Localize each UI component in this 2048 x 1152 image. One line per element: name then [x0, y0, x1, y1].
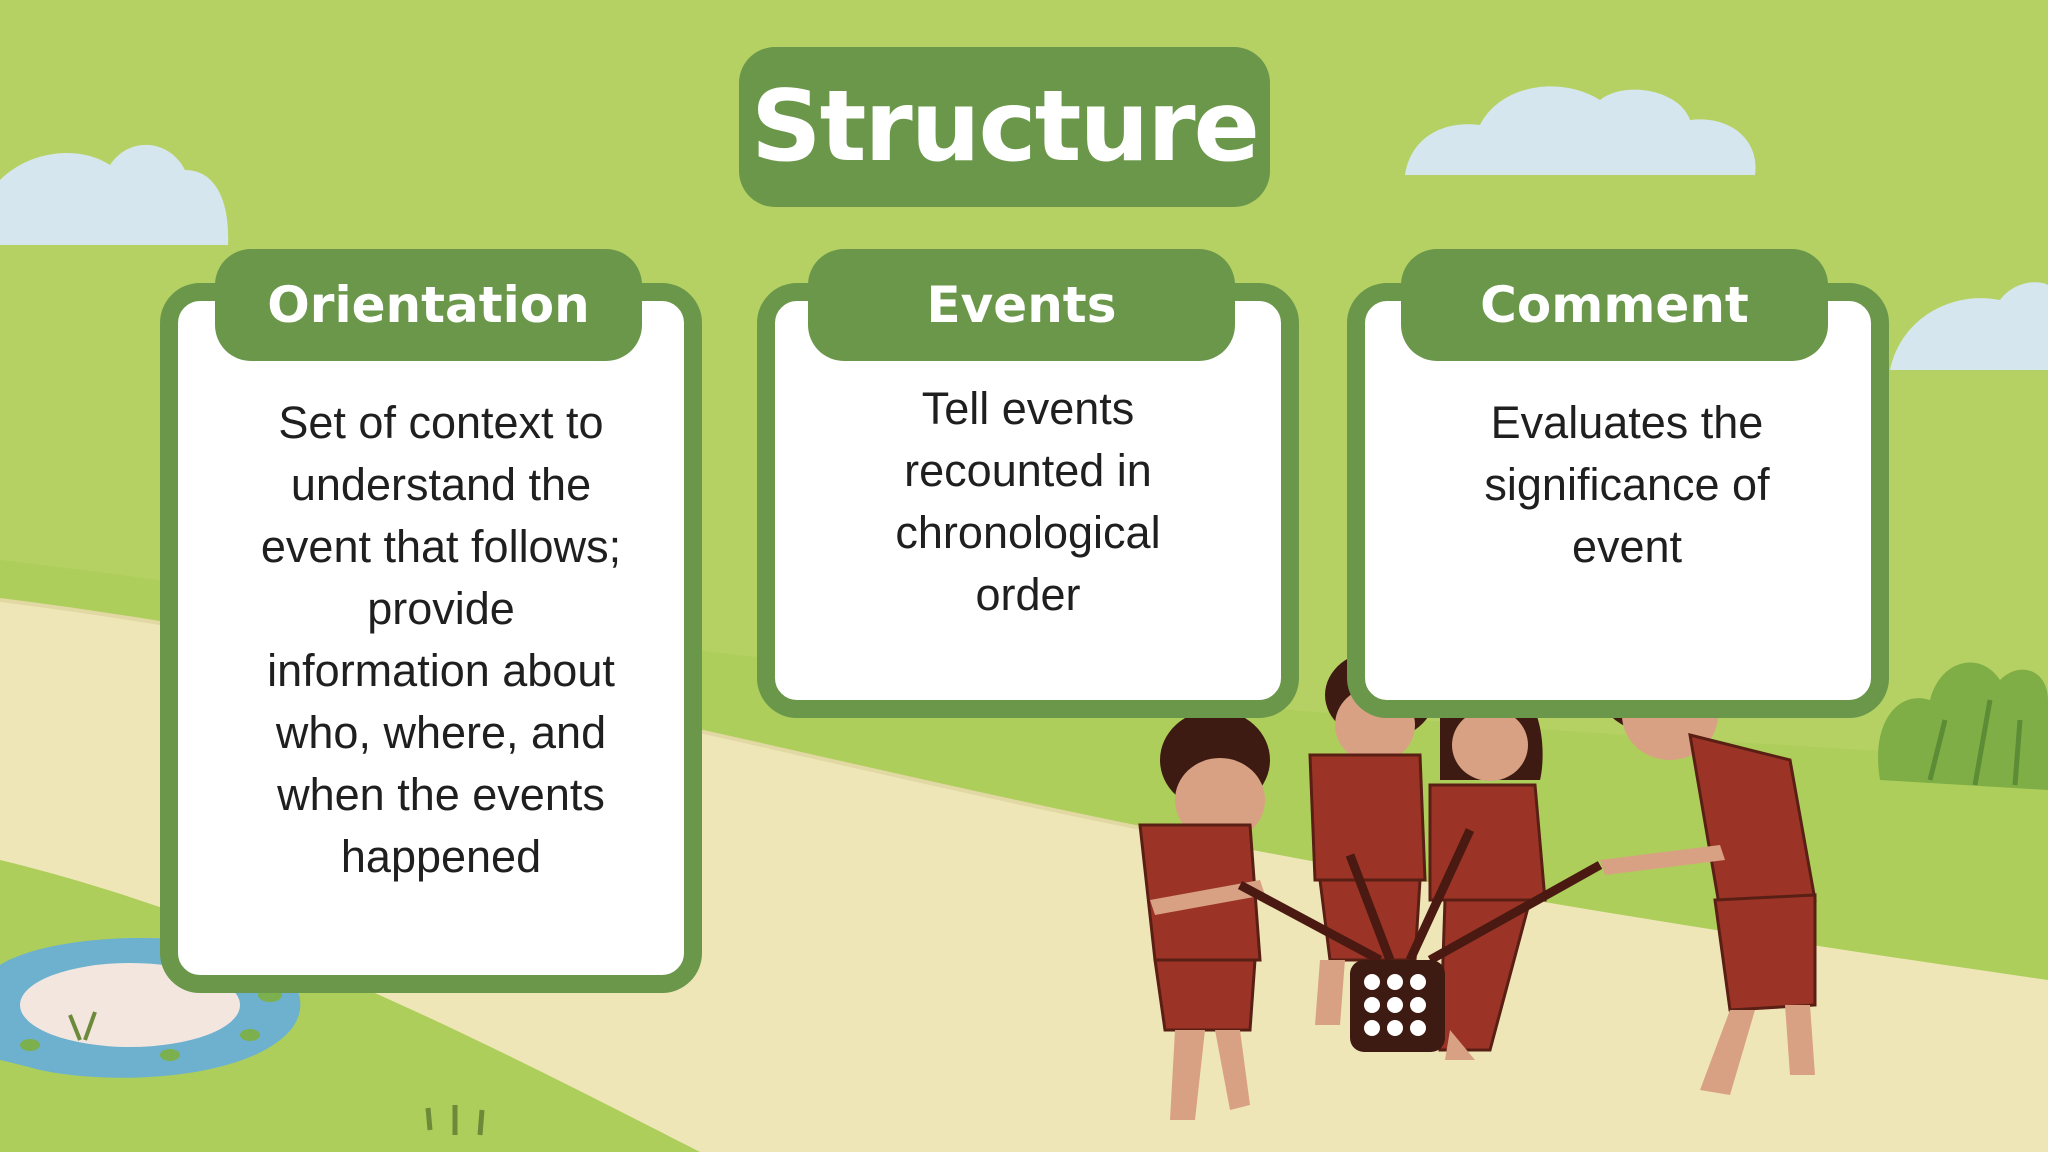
text-line: Evaluates the: [1490, 397, 1764, 448]
card-events-text: Tell events recounted in chronological o…: [787, 378, 1269, 626]
card-heading: Comment: [1480, 276, 1749, 334]
text-line: Tell events: [921, 383, 1135, 434]
text-line: happened: [340, 831, 542, 882]
text-line: when the events: [277, 769, 605, 820]
cloud-icon: [1890, 282, 2048, 370]
text-line: recounted in: [904, 445, 1152, 496]
title-banner: Structure: [739, 47, 1270, 207]
text-line: order: [975, 569, 1081, 620]
text-line: event: [1571, 521, 1683, 572]
text-line: significance of: [1484, 459, 1770, 510]
card-comment-header: Comment: [1401, 249, 1828, 361]
text-line: chronological: [895, 507, 1161, 558]
card-orientation: [160, 283, 702, 993]
cloud-icon: [0, 144, 229, 245]
card-orientation-header: Orientation: [215, 249, 642, 361]
grass-tuft-icon: [425, 1105, 485, 1136]
cloud-icon: [1405, 86, 1756, 175]
card-orientation-text: Set of context to understand the event t…: [190, 392, 692, 888]
slide-title: Structure: [750, 70, 1260, 184]
text-line: who, where, and: [275, 707, 607, 758]
card-heading: Orientation: [267, 276, 590, 334]
text-line: information about: [267, 645, 615, 696]
card-comment-text: Evaluates the significance of event: [1377, 392, 1877, 578]
text-line: understand the: [290, 459, 592, 510]
card-heading: Events: [926, 276, 1117, 334]
card-events-header: Events: [808, 249, 1235, 361]
text-line: Set of context to: [278, 397, 604, 448]
text-line: provide: [367, 583, 515, 634]
bush-icon: [1878, 662, 2048, 790]
text-line: event that follows;: [260, 521, 622, 572]
